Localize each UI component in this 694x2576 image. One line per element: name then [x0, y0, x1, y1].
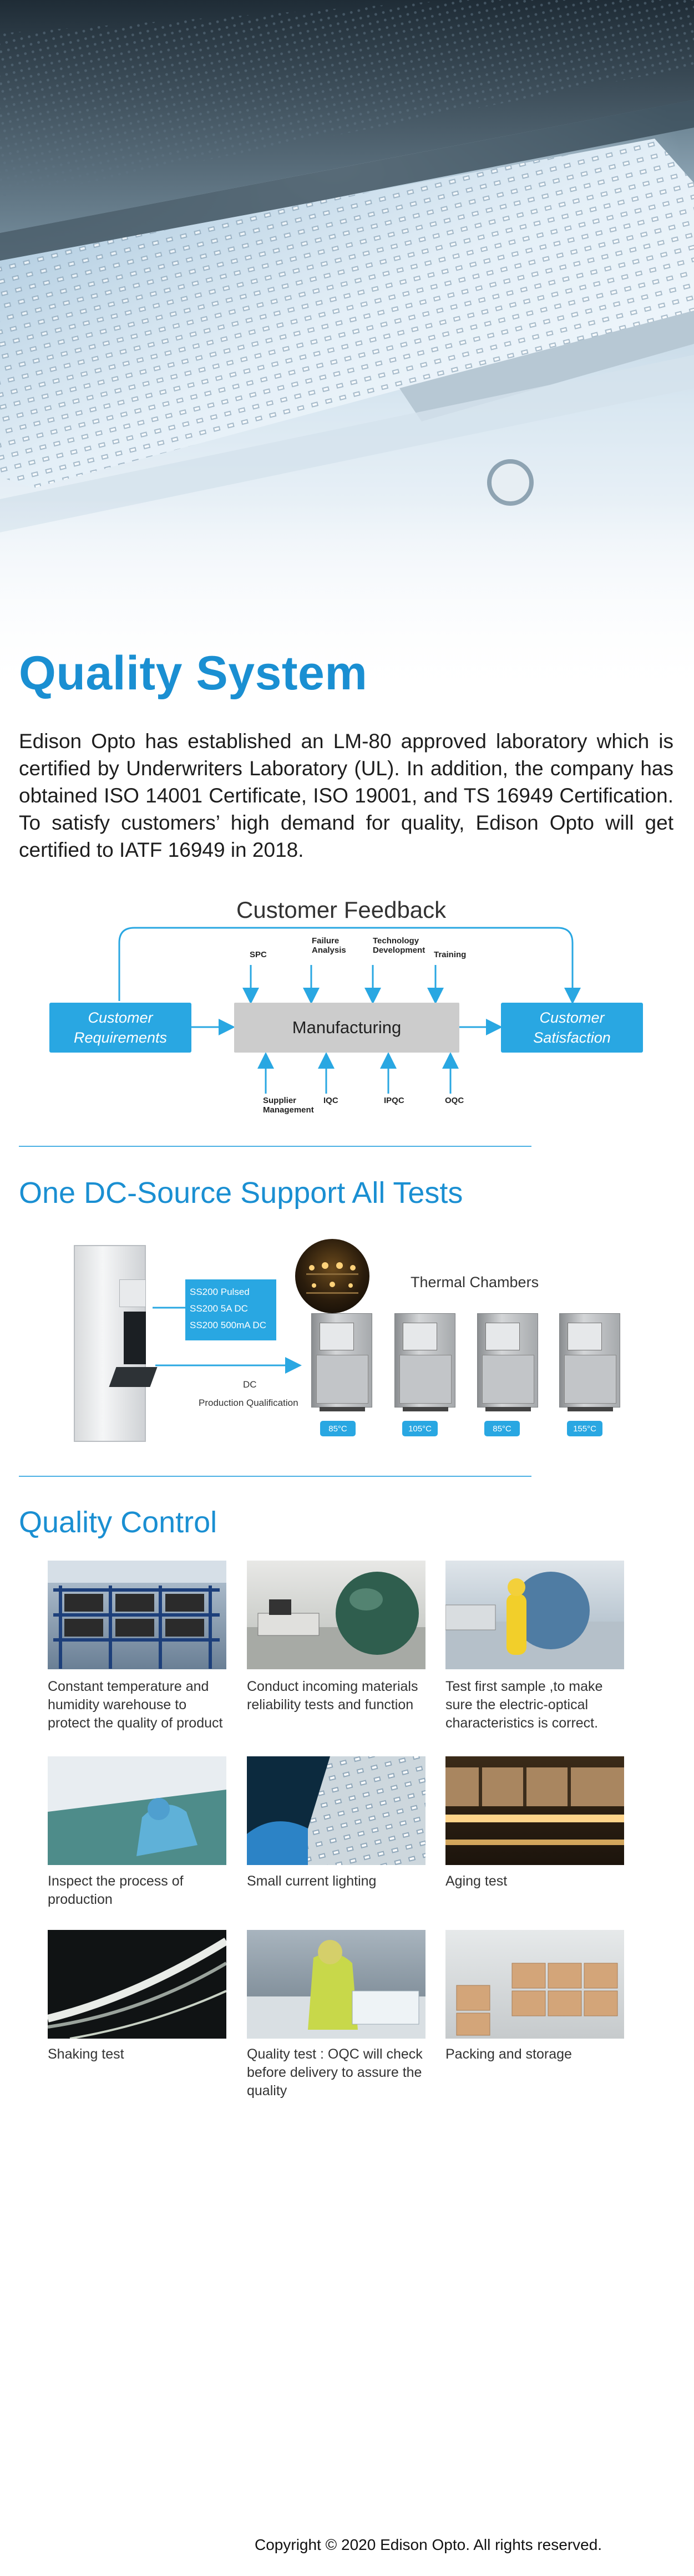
aging-test-image [445, 1767, 624, 1845]
qc-caption: Conduct incoming materials reliability t… [247, 1679, 418, 1713]
warehouse-shelves-image [48, 1561, 226, 1669]
integrating-sphere-image [247, 1572, 425, 1669]
dc-connectors [153, 1307, 302, 1374]
section-divider [19, 1476, 531, 1477]
led-panel-photo [247, 1756, 425, 1865]
section-divider [19, 1146, 531, 1147]
thermal-chamber-1 [311, 1313, 372, 1411]
thermal-chamber-3 [477, 1313, 538, 1411]
temperature-tag: 155°C [567, 1421, 602, 1436]
lab-technician-image [445, 1572, 624, 1669]
training-label: Training [434, 950, 467, 959]
dc-label: DC [243, 1379, 257, 1390]
hero-image [0, 0, 694, 699]
production-qualification-label: Production Qualification [199, 1398, 298, 1408]
ipqc-label: IPQC [384, 1096, 404, 1105]
dc-source-list: SS200 Pulsed SS200 5A DC SS200 500mA DC [185, 1279, 276, 1340]
qc-caption: Test first sample ,to make sure the elec… [445, 1679, 603, 1731]
customer-feedback-label: Customer Feedback [236, 897, 447, 923]
thermal-chamber-2 [394, 1313, 455, 1411]
manufacturing-box: Manufacturing [234, 1003, 459, 1053]
qc-caption: Packing and storage [445, 2046, 572, 2062]
dc-source-item: SS200 Pulsed [190, 1287, 250, 1297]
lab-technician-photo [445, 1561, 624, 1669]
oqc-inspection-photo [247, 1930, 425, 2039]
intro-paragraph: Edison Opto has established an LM-80 app… [19, 730, 673, 861]
iqc-label: IQC [323, 1096, 338, 1105]
shaking-test-photo [48, 1930, 226, 2039]
integrating-sphere-photo [247, 1561, 425, 1669]
copyright-footer: Copyright © 2020 Edison Opto. All rights… [255, 2536, 602, 2553]
qc-caption: Constant temperature and humidity wareho… [48, 1679, 223, 1731]
production-inspection-photo [48, 1756, 226, 1865]
customer-satisfaction-box: Customer Satisfaction [501, 1003, 643, 1053]
qc-section-title: Quality Control [19, 1506, 217, 1539]
temperature-tag: 85°C [484, 1421, 520, 1436]
thermal-chamber-4 [559, 1313, 620, 1411]
spc-label: SPC [250, 950, 267, 959]
lamp-glow [306, 1262, 358, 1294]
qc-caption: Small current lighting [247, 1873, 377, 1889]
warehouse-photo [48, 1561, 226, 1669]
cabinet-screen [124, 1312, 146, 1364]
temperature-tag: 85°C [320, 1421, 356, 1436]
qc-caption: Aging test [445, 1873, 508, 1889]
qc-caption: Shaking test [48, 2046, 124, 2062]
chamber-interior-photo [295, 1239, 369, 1313]
cabinet-panel [119, 1279, 146, 1307]
supplier-management-label: Supplier Management [263, 1096, 314, 1115]
technology-development-label: Technology Development [373, 936, 425, 955]
quality-flow-diagram: Customer Feedback Customer Requirements … [0, 887, 694, 1131]
dc-section-title: One DC-Source Support All Tests [19, 1176, 463, 1210]
flow-connectors [118, 927, 581, 1094]
packing-boxes-image [456, 1963, 618, 2036]
thermal-chambers-label: Thermal Chambers [411, 1274, 539, 1290]
aging-test-photo [445, 1756, 624, 1865]
dc-source-item: SS200 500mA DC [190, 1320, 266, 1330]
light-streaks-image [48, 1938, 226, 2039]
qc-caption: Quality test : OQC will check before del… [247, 2046, 423, 2099]
dc-source-item: SS200 5A DC [190, 1303, 248, 1314]
qc-caption: Inspect the process of production [48, 1873, 184, 1907]
customer-requirements-box: Customer Requirements [49, 1003, 191, 1053]
led-panel-image [247, 1756, 425, 1865]
page-title: Quality System [19, 647, 368, 700]
pcb-photo [0, 0, 694, 699]
failure-analysis-label: Failure Analysis [312, 936, 346, 955]
production-inspection-image [48, 1756, 226, 1865]
oqc-label: OQC [445, 1096, 464, 1105]
oqc-inspection-image [247, 1940, 425, 2039]
temperature-tag: 105°C [402, 1421, 438, 1436]
dc-source-cabinet [74, 1245, 158, 1442]
packing-storage-photo [445, 1930, 624, 2039]
